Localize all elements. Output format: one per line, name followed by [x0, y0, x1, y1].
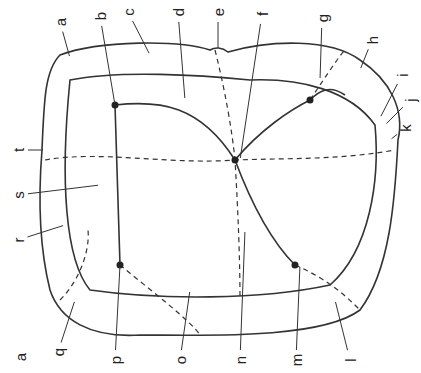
cusp-boundary [215, 50, 240, 300]
part-letter: q [51, 348, 66, 356]
part-letter: c [121, 8, 136, 16]
part-letter: t [11, 148, 26, 152]
cusp-boundary [310, 50, 345, 100]
part-letter: p [108, 356, 123, 364]
part-letter: o [173, 356, 188, 364]
leader-line [218, 22, 219, 48]
part-letter: j [403, 98, 418, 101]
part-letter: g [315, 14, 330, 22]
cusp-boundary [295, 265, 360, 310]
figure-letter: a [13, 353, 28, 361]
leader-line [133, 21, 150, 53]
occlusal-outline [65, 74, 376, 297]
leader-line [28, 150, 43, 151]
part-letter: h [365, 36, 380, 44]
leader-line [320, 28, 322, 78]
part-letter: k [398, 124, 413, 132]
part-letter: m [289, 354, 304, 367]
part-letter: r [11, 238, 26, 243]
part-letter: d [171, 8, 186, 16]
part-letter: n [233, 356, 248, 364]
ridge-line [115, 105, 120, 265]
part-letter: f [255, 12, 270, 16]
cusp-boundary [60, 230, 88, 300]
leader-line [179, 22, 185, 98]
part-letter: l [343, 358, 358, 361]
cusp-point [292, 262, 299, 269]
leader-line [381, 84, 398, 116]
leader-line [61, 302, 74, 343]
cusp-boundary [120, 265, 200, 335]
part-letter: i [395, 73, 410, 76]
leader-line [28, 226, 64, 237]
ridge-line [115, 100, 310, 160]
leader-line [240, 232, 245, 350]
leader-line [63, 32, 70, 56]
leader-line [361, 49, 369, 68]
leader-line [392, 134, 398, 139]
part-letter: b [93, 12, 108, 20]
part-letter: s [11, 191, 26, 199]
part-letter: e [211, 8, 226, 16]
cusp-boundary [45, 150, 395, 161]
leader-line [102, 26, 115, 103]
leader-line [335, 302, 347, 350]
leader-line [296, 267, 299, 350]
leader-line [116, 267, 120, 350]
leader-line [181, 292, 189, 350]
crown-outline [40, 43, 400, 335]
cusp-point [307, 97, 314, 104]
leader-line [386, 107, 403, 124]
leader-line [240, 24, 260, 158]
part-letter: a [53, 18, 68, 26]
leader-line [28, 185, 98, 194]
cusp-point [232, 157, 239, 164]
